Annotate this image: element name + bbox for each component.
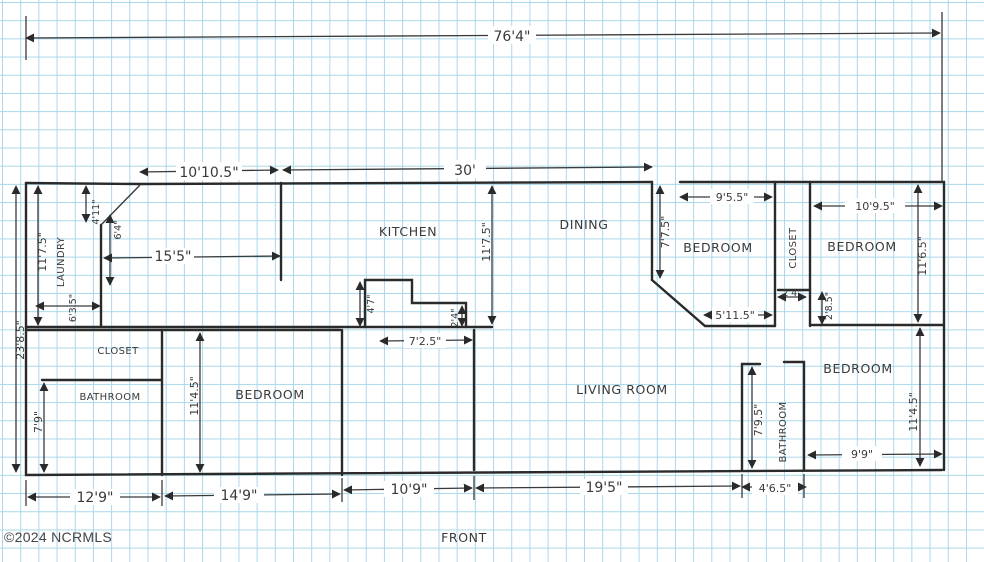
far-bedroom-depth-label: 11'6.5" xyxy=(916,236,929,276)
room-closet-right: CLOSET xyxy=(788,227,799,269)
alcove-depth-label: 7'7.5" xyxy=(659,216,672,249)
room-laundry: LAUNDRY xyxy=(56,236,67,287)
closet-h-label: 6'3.5" xyxy=(68,294,79,322)
laundry-run-label: 15'5" xyxy=(154,249,191,265)
top-kitchen-span-label: 30' xyxy=(454,163,476,179)
room-closet-left: CLOSET xyxy=(97,346,139,357)
bath-depth-label: 7'9" xyxy=(32,411,45,433)
exterior-walls xyxy=(24,180,946,477)
laundry-w2-label: 6'4" xyxy=(113,220,124,239)
room-dining: DINING xyxy=(560,217,609,232)
top-left-span-label: 10'10.5" xyxy=(179,165,238,181)
kitchen-depth-label: 11'7.5" xyxy=(480,222,493,262)
room-bedroom-far: BEDROOM xyxy=(827,239,896,254)
bottom-dim-4: 19'5" xyxy=(585,480,622,496)
bottom-dim-1: 12'9" xyxy=(76,490,113,506)
right-closet-h-label: 2'8.5" xyxy=(824,292,835,320)
bottom-dim-3: 10'9" xyxy=(390,482,427,498)
room-bathroom-right: BATHROOM xyxy=(778,401,789,462)
bottom-dim-5: 4'6.5" xyxy=(759,482,792,495)
room-kitchen: KITCHEN xyxy=(379,224,437,239)
total-depth-label: 23'8.5" xyxy=(14,320,27,360)
watermark: ©2024 NCRMLS xyxy=(4,529,113,545)
room-bathroom-left: BATHROOM xyxy=(79,392,140,403)
room-bedroom-left: BEDROOM xyxy=(235,387,304,402)
upper-bedroom-width-label: 9'5.5" xyxy=(716,191,749,204)
room-bedroom-lower: BEDROOM xyxy=(823,361,892,376)
right-closet-w-label: 2'4" xyxy=(782,288,801,299)
lower-bedroom-depth-label: 11'4.5" xyxy=(907,392,920,432)
counter-h2-label: 2'4" xyxy=(450,308,461,327)
bottom-dim-2: 14'9" xyxy=(220,488,257,504)
bedroom-depth-label: 11'4.5" xyxy=(188,376,201,416)
alcove-width-label: 5'11.5" xyxy=(715,309,755,322)
bath2-depth-label: 7'9.5" xyxy=(752,404,765,437)
room-bedroom-upper: BEDROOM xyxy=(683,240,752,255)
front-label: FRONT xyxy=(441,530,487,545)
interior-walls xyxy=(40,180,946,477)
counter-h1-label: 4'7" xyxy=(366,294,377,313)
lower-bedroom-width-label: 9'9" xyxy=(851,448,873,461)
counter-w-label: 7'2.5" xyxy=(409,335,442,348)
room-living: LIVING ROOM xyxy=(576,382,668,397)
far-bedroom-width-label: 10'9.5" xyxy=(855,200,895,213)
laundry-w1-label: 4'11" xyxy=(91,199,102,224)
overall-width-label: 76'4" xyxy=(493,29,530,45)
room-labels: LAUNDRY KITCHEN DINING BEDROOM CLOSET BE… xyxy=(56,217,896,463)
dimension-labels: 76'4" 10'10.5" 30' 23'8.5" 11'7.5" 4'11"… xyxy=(14,26,929,506)
laundry-depth-label: 11'7.5" xyxy=(36,232,49,272)
